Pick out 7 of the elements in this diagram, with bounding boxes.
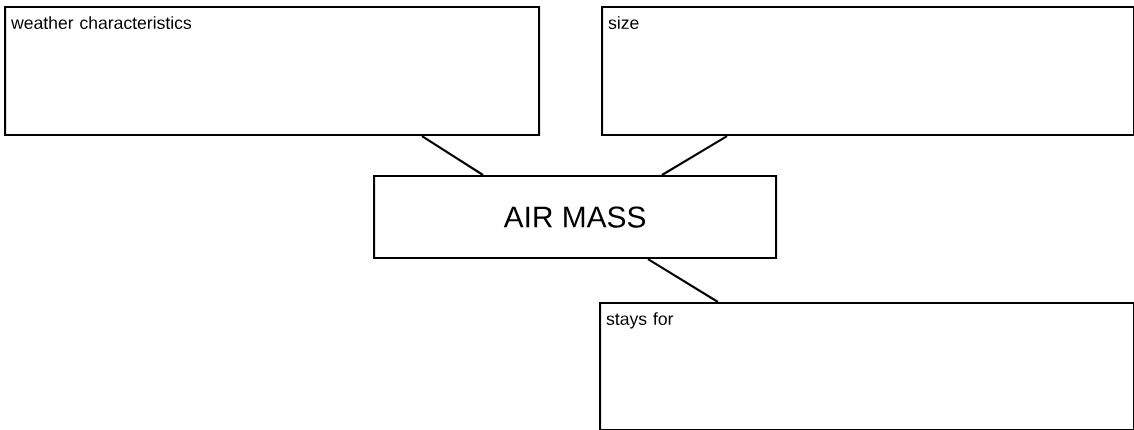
title-box: AIR MASS (373, 175, 778, 260)
answer-box: stays for (599, 302, 1134, 430)
connector-line (421, 135, 484, 176)
connector-line (647, 258, 719, 303)
answer-box: weather characteristics (4, 6, 541, 137)
connector-line (661, 135, 728, 176)
answer-box: size (601, 6, 1134, 137)
